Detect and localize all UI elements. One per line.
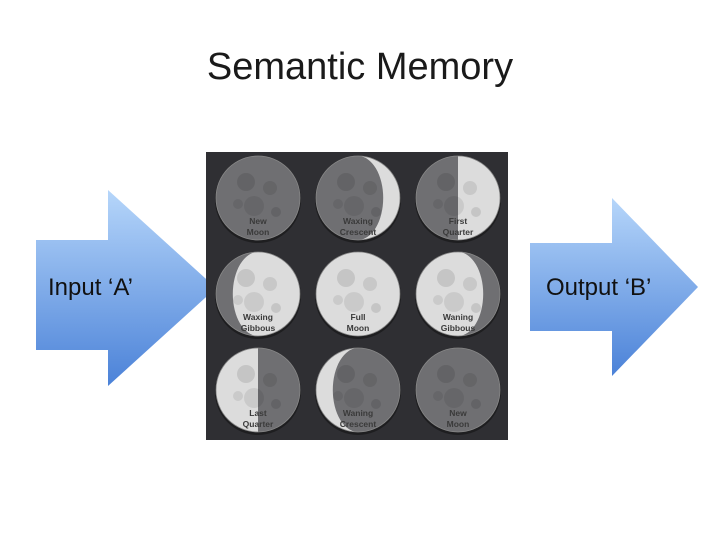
moon-icon xyxy=(315,347,401,435)
moon-phase-label-line1: New xyxy=(449,408,467,418)
moon-phase-label-line1: Last xyxy=(249,408,267,418)
moon-phase-label-line2: Gibbous xyxy=(240,323,276,333)
moon-phase-label-line2: Quarter xyxy=(442,227,474,237)
moon-phase-label-line2: Gibbous xyxy=(440,323,476,333)
moon-phase-label-line1: Full xyxy=(350,312,366,322)
moon-icon xyxy=(415,251,501,339)
moon-icon xyxy=(415,347,501,435)
moon-phase-label-line2: Moon xyxy=(346,323,370,333)
moon-phase-label-line2: Moon xyxy=(446,419,470,429)
output-arrow-shape xyxy=(530,198,698,376)
moon-icon xyxy=(215,347,301,435)
moon-phase-label-line1: First xyxy=(448,216,468,226)
moon-phase-label-line1: New xyxy=(249,216,267,226)
moon-phase-label-line2: Quarter xyxy=(242,419,274,429)
moon-phase-label-line2: Crescent xyxy=(339,419,377,429)
moon-phase-label-line1: Waning xyxy=(442,312,474,322)
slide-title: Semantic Memory xyxy=(206,46,514,88)
moon-icon xyxy=(415,155,501,243)
input-label: Input ‘A’ xyxy=(48,274,133,301)
moon-phase-label-line2: Moon xyxy=(246,227,270,237)
moon-icon xyxy=(215,251,301,339)
output-arrow: Output ‘B’ xyxy=(530,198,698,376)
moon-icon xyxy=(315,251,401,339)
moon-icon xyxy=(215,155,301,243)
input-arrow: Input ‘A’ xyxy=(36,190,216,386)
moon-phase-label-line1: Waxing xyxy=(243,312,273,322)
moon-phase-label-line2: Crescent xyxy=(339,227,377,237)
output-label: Output ‘B’ xyxy=(546,274,652,301)
moon-icon xyxy=(315,155,401,243)
moon-phase-label-line1: Waxing xyxy=(343,216,373,226)
moon-phase-label-line1: Waning xyxy=(342,408,374,418)
input-arrow-shape xyxy=(36,190,216,386)
